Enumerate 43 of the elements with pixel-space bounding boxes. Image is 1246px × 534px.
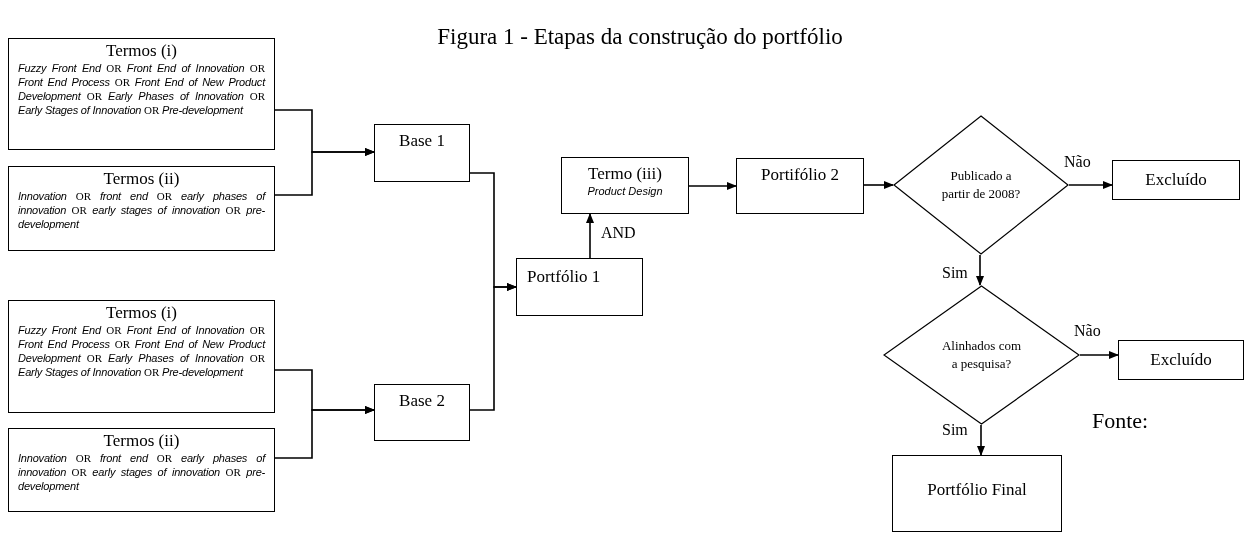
node-body-text: Innovation OR front end OR early phases of innovation OR early stages of innovation OR pre-development: [18, 451, 265, 493]
arrow: [977, 424, 985, 456]
process-box: [1118, 340, 1244, 380]
node-title: Termos (ii): [102, 169, 181, 189]
arrow: [688, 182, 737, 190]
arrow: [469, 283, 517, 411]
node-title: Termo (iii): [587, 164, 663, 184]
arrow: [586, 213, 594, 259]
node-title: Termos (i): [104, 41, 178, 61]
source-note: Fonte:: [1092, 408, 1149, 434]
process-box: [8, 38, 275, 150]
process-box: [892, 455, 1062, 532]
arrow: [1068, 181, 1113, 189]
process-box: [8, 428, 275, 512]
node-body-text: Innovation OR front end OR early phases of innovation OR early stages of innovation OR pre-development: [18, 189, 265, 231]
node-body-text: Fuzzy Front End OR Front End of Innovation OR Front End Process OR Front End of New Product Development OR Early Phases of Innovation OR Early Stages of Innovation OR Pre-development: [18, 61, 265, 117]
node-title: Termos (i): [104, 303, 178, 323]
process-box: [374, 384, 470, 441]
node-title: Portfólio Final: [926, 480, 1028, 500]
arrow: [976, 254, 984, 286]
node-title: Alinhados com a pesquisa?: [941, 337, 1022, 373]
process-box: [516, 258, 643, 316]
node-title: Publicado a partir de 2008?: [941, 167, 1021, 203]
process-box: [8, 166, 275, 251]
node-body-text: Product Design: [586, 184, 664, 198]
process-box: [561, 157, 689, 214]
node-body-text: Fuzzy Front End OR Front End of Innovation OR Front End Process OR Front End of New Product Development OR Early Phases of Innovation OR Early Stages of Innovation OR Pre-development: [18, 323, 265, 379]
node-title: Base 1: [398, 131, 446, 151]
figure-title: Figura 1 - Etapas da construção do portfólio: [436, 24, 844, 50]
node-title: Excluído: [1144, 170, 1208, 190]
arrow: [1079, 351, 1119, 359]
node-title: Portfólio 1: [527, 267, 602, 287]
arrow: [863, 181, 894, 189]
process-box: [8, 300, 275, 413]
node-title: Base 2: [398, 391, 446, 411]
arrow: [274, 406, 375, 459]
process-box: [1112, 160, 1240, 200]
node-title: Excluído: [1149, 350, 1213, 370]
process-box: [374, 124, 470, 182]
process-box: [736, 158, 864, 214]
node-title: Termos (ii): [102, 431, 181, 451]
node-title: Portifólio 2: [760, 165, 840, 185]
arrow: [274, 148, 375, 196]
